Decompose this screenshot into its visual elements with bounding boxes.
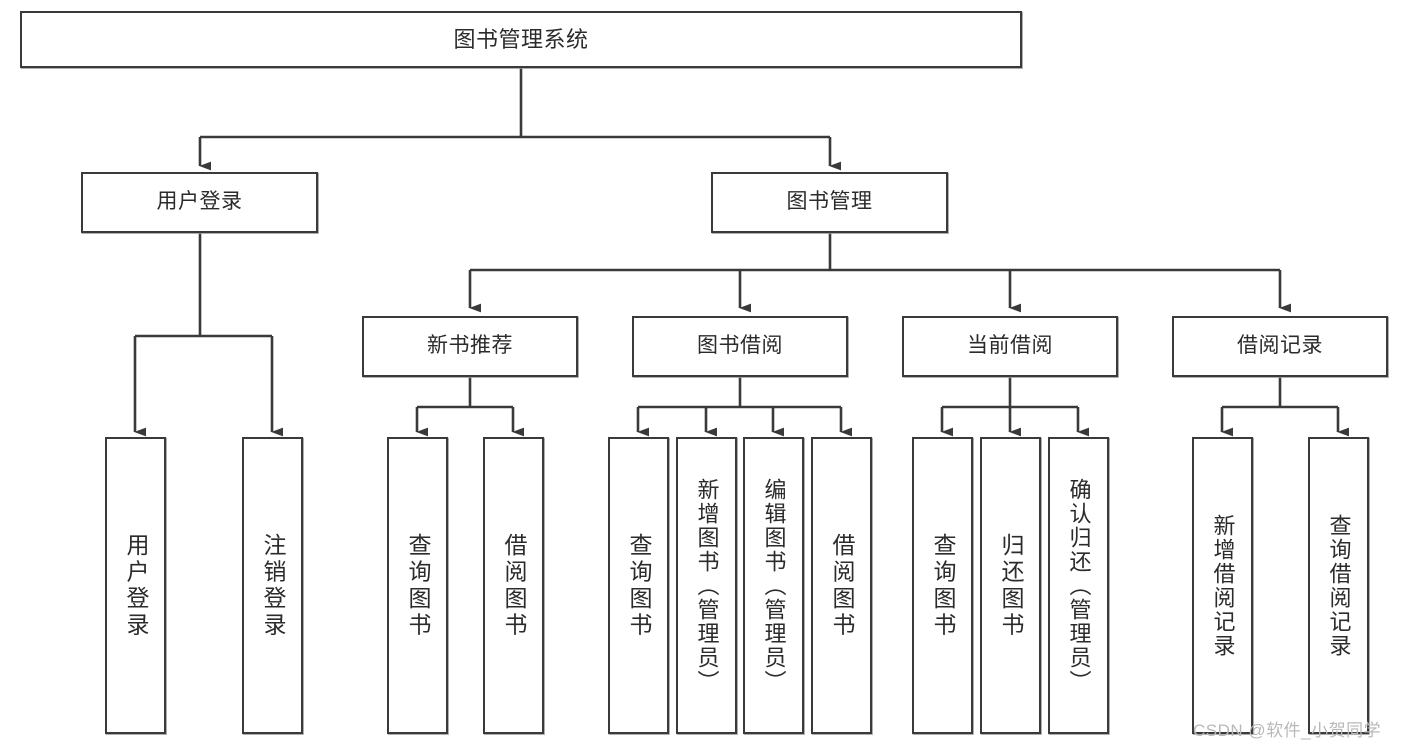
node-label: 新书推荐 [427, 334, 513, 358]
node-label: 注销登录 [260, 532, 286, 639]
csdn-watermark: CSDN @软件_小贺同学 [1193, 721, 1382, 740]
node-label: 借阅图书 [501, 532, 527, 639]
node-borrow-record[interactable]: 借阅记录 [1172, 316, 1388, 377]
node-label: 借阅图书 [829, 532, 855, 639]
leaf-record-query-record[interactable]: 查询借阅记录 [1308, 437, 1369, 734]
node-label: 查询图书 [626, 532, 652, 639]
node-label: 归还图书 [998, 532, 1024, 639]
node-current-borrow[interactable]: 当前借阅 [902, 316, 1118, 377]
node-label: 新增图书（管理员） [694, 477, 720, 694]
node-new-book-recommend[interactable]: 新书推荐 [362, 316, 578, 377]
node-label: 查询图书 [405, 532, 431, 639]
node-user-login[interactable]: 用户登录 [81, 172, 318, 233]
node-label: 新增借阅记录 [1210, 513, 1236, 658]
leaf-newbook-query-book[interactable]: 查询图书 [387, 437, 448, 734]
node-label: 图书借阅 [697, 334, 783, 358]
node-label: 用户登录 [156, 190, 243, 214]
node-book-management[interactable]: 图书管理 [711, 172, 948, 233]
leaf-user-login-login[interactable]: 用户登录 [105, 437, 166, 734]
node-label: 当前借阅 [967, 334, 1053, 358]
leaf-current-confirm-return-admin[interactable]: 确认归还（管理员） [1048, 437, 1109, 734]
leaf-borrow-edit-book-admin[interactable]: 编辑图书（管理员） [743, 437, 804, 734]
node-label: 图书管理系统 [453, 26, 589, 52]
node-label: 确认归还（管理员） [1066, 477, 1092, 694]
node-label: 编辑图书（管理员） [761, 477, 787, 694]
node-label: 图书管理 [786, 190, 873, 214]
node-book-borrow[interactable]: 图书借阅 [632, 316, 848, 377]
leaf-borrow-query-book[interactable]: 查询图书 [608, 437, 669, 734]
node-label: 查询借阅记录 [1326, 513, 1352, 658]
node-root-system[interactable]: 图书管理系统 [20, 11, 1022, 68]
leaf-record-add-record[interactable]: 新增借阅记录 [1192, 437, 1253, 734]
leaf-user-login-logout[interactable]: 注销登录 [242, 437, 303, 734]
leaf-borrow-borrow-book[interactable]: 借阅图书 [811, 437, 872, 734]
node-label: 用户登录 [123, 532, 149, 639]
leaf-current-return-book[interactable]: 归还图书 [980, 437, 1041, 734]
leaf-borrow-add-book-admin[interactable]: 新增图书（管理员） [676, 437, 737, 734]
leaf-newbook-borrow-book[interactable]: 借阅图书 [483, 437, 544, 734]
node-label: 借阅记录 [1237, 334, 1323, 358]
leaf-current-query-book[interactable]: 查询图书 [912, 437, 973, 734]
node-label: 查询图书 [930, 532, 956, 639]
